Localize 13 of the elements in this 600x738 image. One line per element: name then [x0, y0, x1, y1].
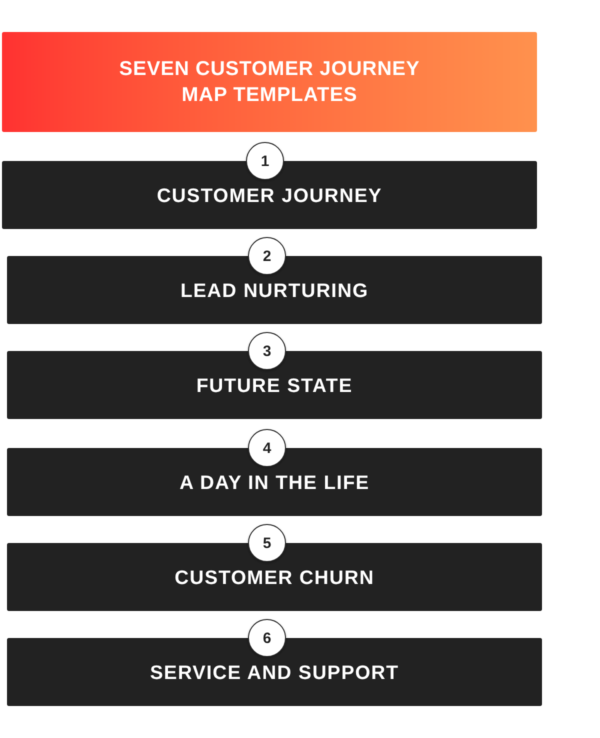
step-number: 2: [262, 248, 272, 264]
step-number: 6: [262, 630, 272, 646]
template-name: FUTURE STATE: [196, 374, 353, 399]
step-number: 3: [262, 344, 272, 358]
template-name: LEAD NURTURING: [180, 279, 369, 304]
template-name: A DAY IN THE LIFE: [179, 471, 370, 496]
template-name: SERVICE AND SUPPORT: [150, 661, 399, 686]
template-name: CUSTOMER JOURNEY: [156, 184, 382, 209]
step-number: 5: [262, 536, 272, 550]
step-number: 1: [260, 154, 270, 168]
title: SEVEN CUSTOMER JOURNEY MAP TEMPLATES: [118, 57, 421, 108]
step-number: 4: [262, 440, 272, 456]
template-name: CUSTOMER CHURN: [174, 566, 374, 591]
